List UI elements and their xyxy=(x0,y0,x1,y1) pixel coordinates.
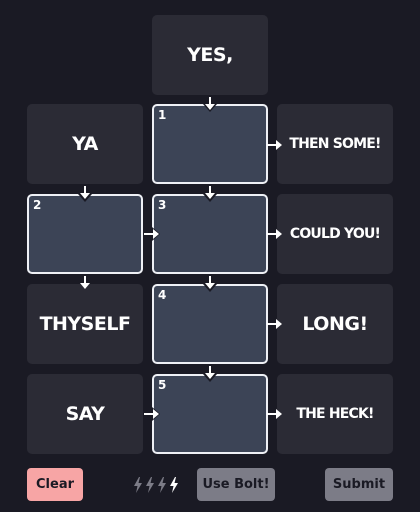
arrow-right-icon xyxy=(267,138,283,152)
slot-number: 5 xyxy=(158,378,167,392)
clue-tile-ya: YA xyxy=(27,104,143,184)
clue-text: YES, xyxy=(187,44,233,66)
clue-tile-then-some: THEN SOME! xyxy=(277,104,393,184)
arrow-right-icon xyxy=(144,407,160,421)
clue-text: YA xyxy=(72,133,98,155)
arrow-down-icon xyxy=(203,97,217,111)
arrow-down-icon xyxy=(78,186,92,200)
answer-slot-1[interactable]: 1 xyxy=(152,104,268,184)
clue-tile-long: LONG! xyxy=(277,284,393,364)
bolt-icon xyxy=(134,477,142,493)
arrow-right-icon xyxy=(267,407,283,421)
clue-text: LONG! xyxy=(302,313,368,335)
clue-text: THYSELF xyxy=(39,313,131,335)
arrow-down-icon xyxy=(203,276,217,290)
use-bolt-button[interactable]: Use Bolt! xyxy=(197,468,275,501)
submit-button[interactable]: Submit xyxy=(325,468,393,501)
slot-number: 1 xyxy=(158,108,167,122)
bolt-counter xyxy=(133,477,179,493)
slot-number: 3 xyxy=(158,198,167,212)
slot-number: 2 xyxy=(33,198,42,212)
clue-text: COULD YOU! xyxy=(289,226,381,242)
slot-number: 4 xyxy=(158,288,167,302)
bolt-icon xyxy=(170,477,178,493)
bolt-icon xyxy=(158,477,166,493)
arrow-right-icon xyxy=(144,227,160,241)
clue-tile-the-heck: THE HECK! xyxy=(277,374,393,454)
arrow-down-icon xyxy=(78,276,92,290)
clue-text: SAY xyxy=(65,403,105,425)
arrow-right-icon xyxy=(267,227,283,241)
clue-text: THE HECK! xyxy=(296,406,374,422)
arrow-right-icon xyxy=(267,317,283,331)
answer-slot-4[interactable]: 4 xyxy=(152,284,268,364)
answer-slot-2[interactable]: 2 xyxy=(27,194,143,274)
arrow-down-icon xyxy=(203,186,217,200)
bolt-icon xyxy=(146,477,154,493)
clue-tile-yes: YES, xyxy=(152,15,268,95)
submit-label: Submit xyxy=(332,477,386,492)
clear-button[interactable]: Clear xyxy=(27,468,83,501)
answer-slot-3[interactable]: 3 xyxy=(152,194,268,274)
answer-slot-5[interactable]: 5 xyxy=(152,374,268,454)
clue-tile-could-you: COULD YOU! xyxy=(277,194,393,274)
clear-label: Clear xyxy=(36,477,74,492)
clue-text: THEN SOME! xyxy=(289,136,381,152)
clue-tile-say: SAY xyxy=(27,374,143,454)
use-bolt-label: Use Bolt! xyxy=(202,477,270,492)
arrow-down-icon xyxy=(203,366,217,380)
clue-tile-thyself: THYSELF xyxy=(27,284,143,364)
